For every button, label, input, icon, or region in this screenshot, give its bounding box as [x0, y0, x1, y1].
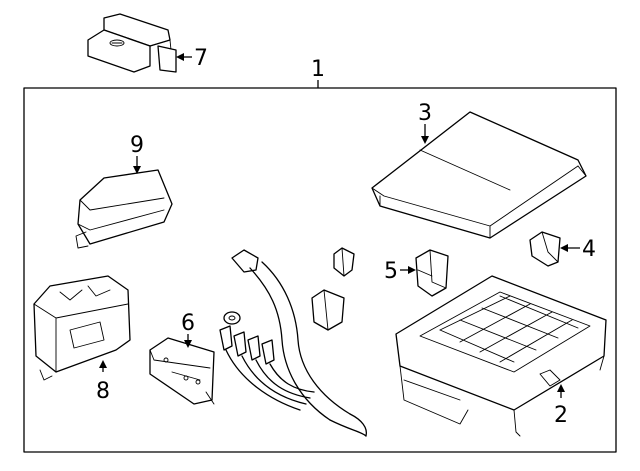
callout-8[interactable]: 8: [96, 360, 110, 404]
part-7-relay-bracket: [87, 13, 177, 73]
part-wire-harness: [219, 249, 368, 437]
callout-4-label: 4: [582, 237, 596, 262]
part-8-relay-block: [33, 275, 131, 381]
callout-6-label: 6: [181, 311, 195, 336]
callout-2-label: 2: [554, 403, 568, 428]
part-5-relay: [415, 249, 449, 297]
part-connector-cap: [311, 289, 345, 331]
callout-2[interactable]: 2: [554, 384, 568, 428]
callout-3-label: 3: [418, 101, 432, 126]
callout-8-label: 8: [96, 379, 110, 404]
callout-3[interactable]: 3: [418, 101, 432, 144]
callout-7-label: 7: [194, 46, 208, 71]
part-6-bracket: [149, 337, 215, 405]
part-9-fuse-cover: [75, 169, 173, 249]
part-2-fuse-box-body: [395, 275, 607, 437]
part-4-clip: [529, 231, 561, 267]
callout-7[interactable]: 7: [176, 46, 208, 71]
callout-9[interactable]: 9: [130, 133, 144, 174]
callout-5-label: 5: [384, 259, 398, 284]
callout-5[interactable]: 5: [384, 259, 416, 284]
part-3-fuse-box-cover: [371, 111, 587, 239]
assembly-frame: [23, 87, 617, 453]
callout-1-label: 1: [311, 57, 325, 82]
part-small-fuse: [333, 247, 355, 277]
callout-4[interactable]: 4: [560, 237, 596, 262]
callout-9-label: 9: [130, 133, 144, 158]
callout-6[interactable]: 6: [181, 311, 195, 348]
callout-1[interactable]: 1: [311, 57, 325, 88]
